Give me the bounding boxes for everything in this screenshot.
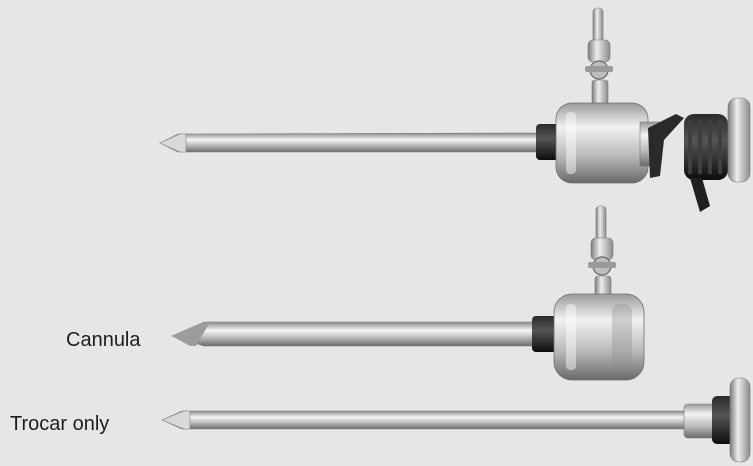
trocar-instrument — [161, 377, 751, 463]
assembled-trocar — [159, 7, 751, 212]
trocar-grip — [712, 396, 734, 444]
assembled-cap — [727, 97, 751, 183]
cannula-collar — [532, 316, 558, 352]
assembled-grip — [684, 114, 728, 180]
cannula-housing — [553, 293, 645, 381]
trocar-only-label: Trocar only — [10, 413, 110, 435]
assembled-stopcock — [585, 7, 613, 105]
cannula-label: Cannula — [66, 329, 141, 351]
assembled-shaft — [159, 132, 541, 153]
assembled-tip — [159, 133, 187, 153]
assembled-collar — [536, 124, 562, 160]
cannula-stopcock — [588, 205, 616, 297]
trocar-cap — [729, 377, 751, 463]
cannula-instrument — [171, 205, 645, 381]
assembled-lever — [648, 114, 684, 178]
cannula-shaft — [171, 321, 541, 347]
trocar-shaft — [161, 410, 689, 430]
